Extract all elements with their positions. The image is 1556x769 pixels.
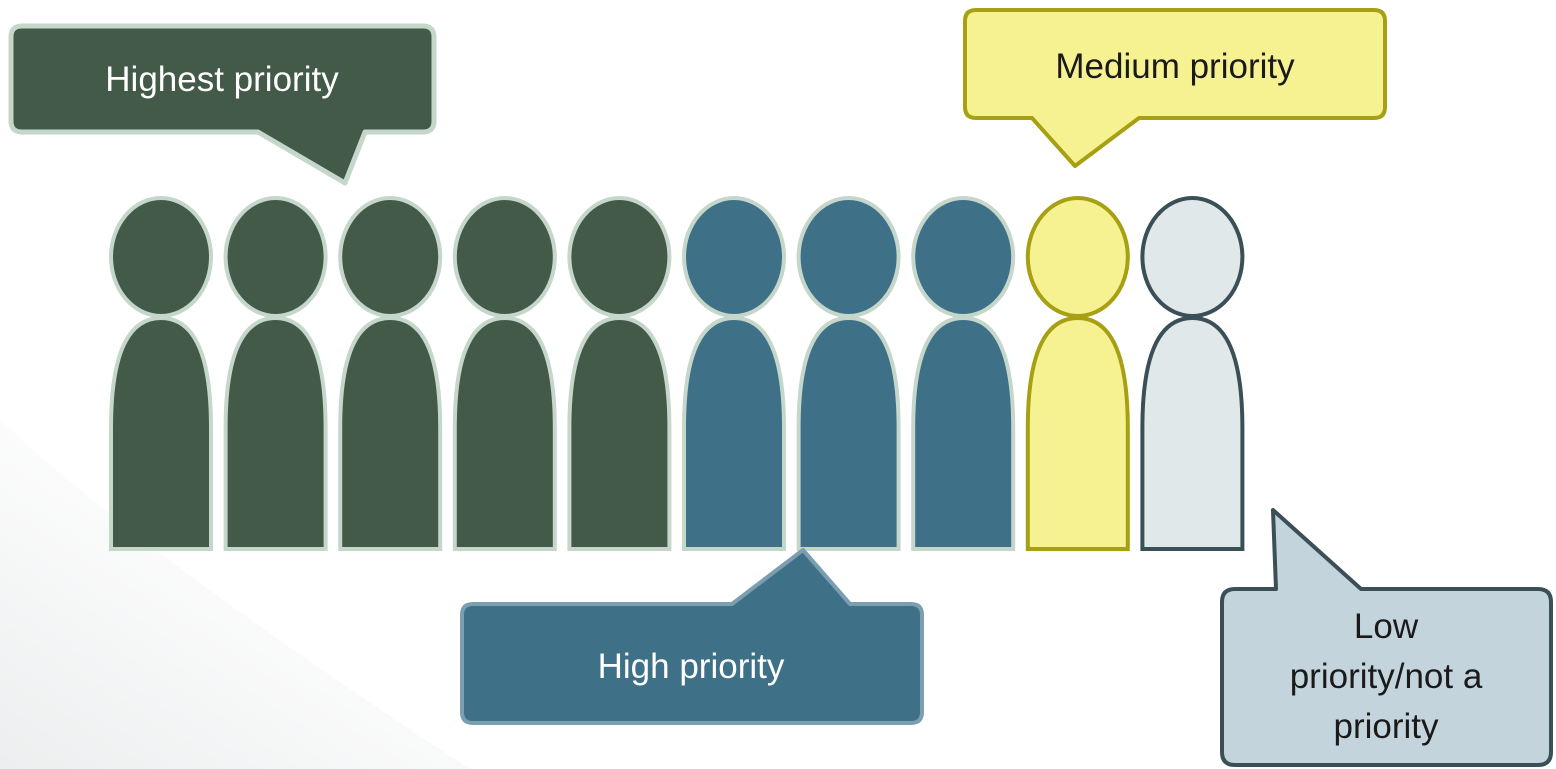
figure-body: [109, 315, 213, 551]
callout-highest-shape: [8, 23, 437, 186]
person-figure-medium: [1025, 196, 1130, 551]
callout-high-text: High priority: [598, 647, 785, 686]
person-figure-high: [911, 196, 1016, 551]
figure-body: [223, 315, 328, 551]
callout-low-priority: Low priority/not a priority: [1220, 508, 1553, 767]
figure-body: [911, 315, 1016, 551]
person-figure-highest: [109, 196, 213, 551]
figure-head: [567, 196, 672, 318]
person-figure-highest: [223, 196, 328, 551]
callout-low-text: Low priority/not a priority: [1290, 607, 1483, 746]
figure-body: [567, 315, 672, 551]
figure-head: [223, 196, 328, 318]
figure-body: [682, 315, 786, 551]
figure-head: [796, 196, 901, 318]
figure-head: [682, 196, 786, 318]
figure-head: [911, 196, 1016, 318]
callout-highest-text: Highest priority: [105, 60, 339, 99]
person-figure-high: [682, 196, 786, 551]
person-figure-high: [796, 196, 901, 551]
figure-head: [338, 196, 443, 318]
callout-highest-priority: Highest priority: [8, 23, 437, 186]
figure-head: [452, 196, 557, 318]
person-figure-highest: [567, 196, 672, 551]
figure-body: [452, 315, 557, 551]
figure-body: [338, 315, 443, 551]
figure-head: [1140, 196, 1245, 318]
figure-head: [109, 196, 213, 318]
person-figure-highest: [338, 196, 443, 551]
figure-body: [796, 315, 901, 551]
figure-body: [1025, 315, 1130, 551]
callout-medium-priority: Medium priority: [963, 8, 1387, 168]
callout-low-line: priority: [1333, 707, 1439, 746]
callout-medium-text: Medium priority: [1055, 47, 1295, 86]
background-shading: [0, 420, 470, 769]
callout-high-shape: [460, 548, 924, 725]
callout-medium-shape: [963, 8, 1387, 168]
callout-low-line: Low: [1354, 607, 1419, 646]
callout-high-line: High priority: [598, 647, 785, 686]
callout-low-line: priority/not a: [1290, 657, 1483, 696]
callout-high-priority: High priority: [460, 548, 924, 725]
person-figure-low: [1140, 196, 1245, 551]
people-figures: [109, 196, 1245, 551]
callout-medium-line: Medium priority: [1055, 47, 1295, 86]
figure-body: [1140, 315, 1245, 551]
callout-low-shape: [1220, 508, 1553, 767]
figure-head: [1025, 196, 1130, 318]
callout-highest-line: Highest priority: [105, 60, 339, 99]
person-figure-highest: [452, 196, 557, 551]
